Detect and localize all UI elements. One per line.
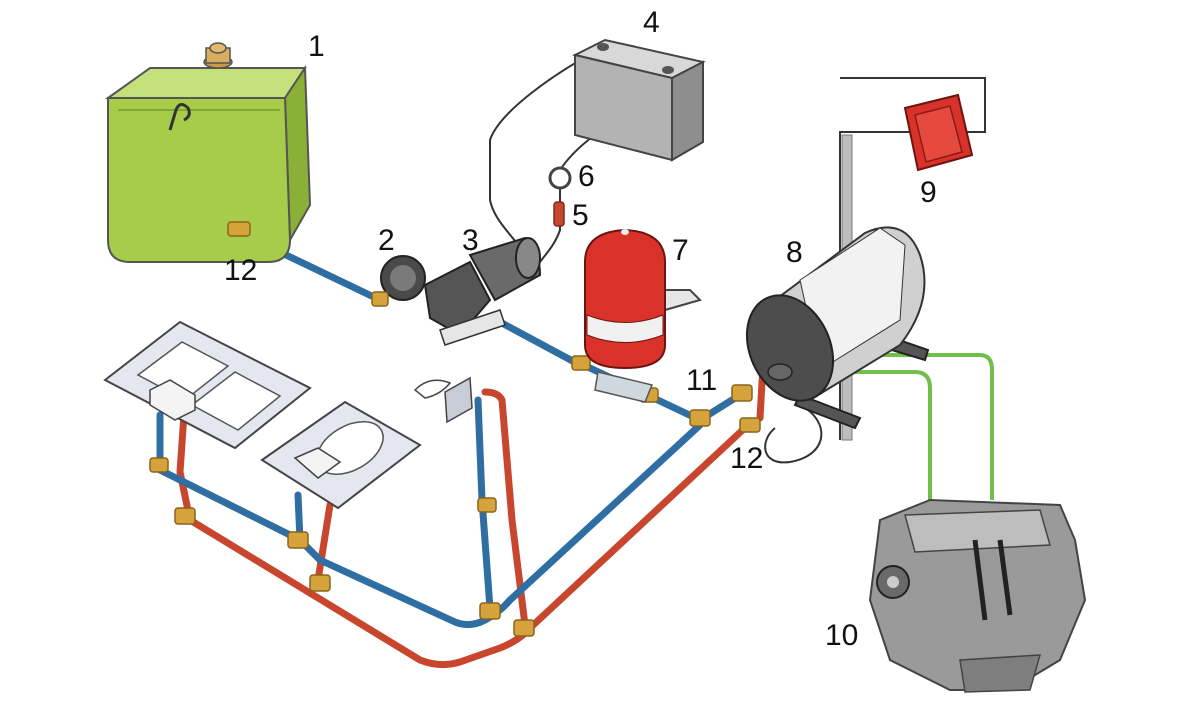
double-sink-faucet <box>149 379 196 421</box>
fitting <box>479 602 501 620</box>
accumulator <box>584 228 702 403</box>
switch-rocker <box>914 105 963 163</box>
fitting <box>149 457 169 473</box>
callout-switch: 9 <box>920 176 937 209</box>
shower-mixer <box>413 376 473 424</box>
heater-switch <box>903 93 974 172</box>
accumulator-valve <box>621 229 629 235</box>
fitting <box>689 409 711 427</box>
fitting <box>513 619 535 637</box>
callout-strainer: 2 <box>378 224 395 257</box>
pump-motor-end <box>515 237 541 279</box>
heater-inlet <box>767 363 793 381</box>
strainer-fitting <box>371 291 389 307</box>
fitting <box>287 531 309 549</box>
callout-tank: 1 <box>308 30 325 63</box>
engine-manifold <box>972 539 1013 621</box>
breaker <box>548 166 572 190</box>
fitting <box>739 417 761 433</box>
single-sink-faucet <box>293 447 342 479</box>
shower-mixer-plate <box>444 376 473 424</box>
accumulator-body <box>584 228 666 370</box>
engine-pulley <box>887 576 899 588</box>
single-sink <box>260 400 422 510</box>
shower-head-icon <box>413 379 452 399</box>
callout-pump: 3 <box>462 224 479 257</box>
cold-pipe-main <box>156 411 704 629</box>
fitting <box>477 497 497 513</box>
fuse-holder <box>553 201 565 227</box>
callout-battery: 4 <box>643 6 660 39</box>
fuse-breaker <box>548 166 572 227</box>
fitting <box>571 355 591 371</box>
tank-filler-knob <box>209 42 227 54</box>
callout-tee: 11 <box>686 364 717 397</box>
callout-accumulator: 7 <box>672 234 689 267</box>
fittings <box>149 355 761 637</box>
tank-top <box>104 67 307 99</box>
callout-heater-valve: 12 <box>730 442 763 475</box>
callout-fuse: 5 <box>572 199 589 232</box>
double-sink-bowl-right <box>190 371 282 431</box>
engine <box>868 498 1087 693</box>
tank-breather-icon <box>168 103 191 131</box>
fitting <box>174 507 196 525</box>
battery-terminal-icon <box>662 66 674 74</box>
coolant-line-b <box>790 370 932 505</box>
pump-assembly <box>371 236 542 346</box>
double-sink <box>103 320 312 450</box>
accumulator-bracket <box>655 289 702 311</box>
cold-pipe-pump-accumulator <box>496 318 584 369</box>
callouts: 1 2 3 4 5 6 7 8 9 10 11 12 12 <box>224 6 937 652</box>
coolant-line-a <box>775 353 994 500</box>
tank-outlet-valve <box>227 221 251 237</box>
fitting <box>731 384 753 402</box>
accumulator-manifold <box>594 371 654 403</box>
wire-battery-pump-a <box>489 47 603 263</box>
callout-tank-valve: 12 <box>224 254 257 287</box>
engine-head <box>904 509 1051 553</box>
callout-engine: 10 <box>825 619 858 652</box>
battery-terminal-icon <box>597 43 609 51</box>
hot-pipe-sink2 <box>314 501 334 584</box>
engine-oil-pan <box>959 654 1042 693</box>
water-tank <box>104 42 312 263</box>
accumulator-band <box>586 314 664 343</box>
battery <box>572 38 706 162</box>
tank-front <box>107 97 292 263</box>
strainer-bowl <box>390 265 416 291</box>
pump-base <box>439 309 506 346</box>
pump-head <box>423 260 492 337</box>
coolant-lines <box>775 353 994 505</box>
wire-switch-heater <box>839 77 986 440</box>
hot-pipe-shower <box>481 388 529 629</box>
water-heater <box>745 226 930 430</box>
callout-water-heater: 8 <box>786 236 803 269</box>
callout-breaker: 6 <box>578 160 595 193</box>
battery-side <box>671 60 704 162</box>
double-sink-counter <box>103 320 312 450</box>
wire-heater-loop <box>764 404 823 464</box>
fitting <box>309 574 331 592</box>
